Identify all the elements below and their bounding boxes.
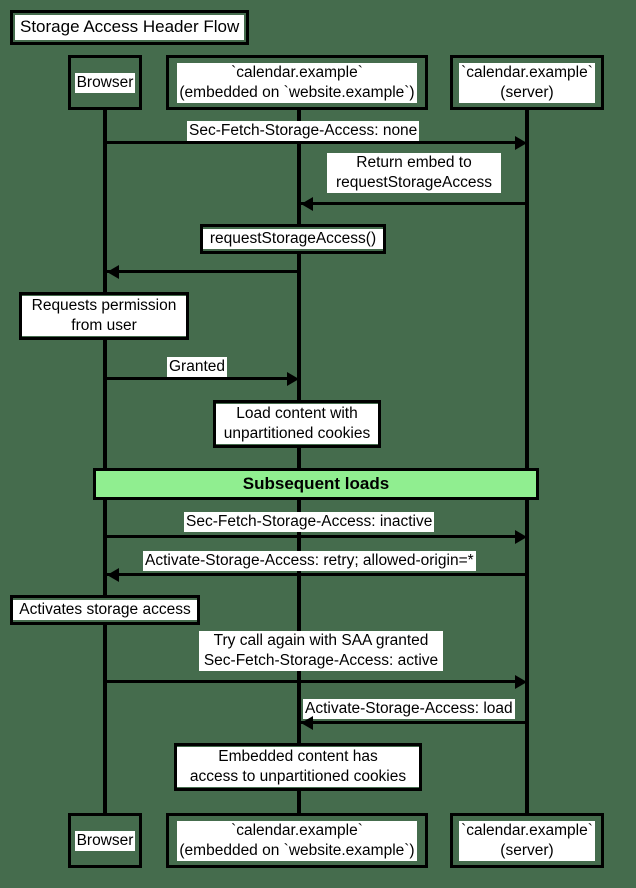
note-load-content: Load content with unpartitioned cookies xyxy=(213,400,381,448)
note-requests-permission-text: Requests permission from user xyxy=(22,296,186,336)
message-8-arrowhead xyxy=(301,715,313,730)
participant-embedded-top-label: `calendar.example` (embedded on `website… xyxy=(177,62,417,103)
message-3-line xyxy=(105,270,299,273)
participant-server-bottom-label: `calendar.example` (server) xyxy=(459,820,595,861)
participant-browser-top-label: Browser xyxy=(74,72,136,93)
note-requests-permission: Requests permission from user xyxy=(19,292,189,340)
message-8-label: Activate-Storage-Access: load xyxy=(303,699,515,719)
message-1-arrowhead xyxy=(515,135,527,150)
participant-server-bottom[interactable]: `calendar.example` (server) xyxy=(450,813,604,868)
note-load-content-text: Load content with unpartitioned cookies xyxy=(216,404,378,444)
message-5-arrowhead xyxy=(515,529,527,544)
participant-browser-top[interactable]: Browser xyxy=(68,55,142,110)
note-activates-storage-access: Activates storage access xyxy=(10,595,200,625)
participant-server-top-label: `calendar.example` (server) xyxy=(459,62,595,103)
message-6-line xyxy=(105,573,527,576)
participant-browser-bottom[interactable]: Browser xyxy=(68,813,142,868)
participant-embedded-bottom-label: `calendar.example` (embedded on `website… xyxy=(177,820,417,861)
message-4-arrowhead xyxy=(287,371,299,386)
participant-embedded-top[interactable]: `calendar.example` (embedded on `website… xyxy=(166,55,428,110)
note-activates-storage-access-text: Activates storage access xyxy=(13,600,197,620)
message-5-label: Sec-Fetch-Storage-Access: inactive xyxy=(184,512,435,532)
note-embedded-content-access-text: Embedded content has access to unpartiti… xyxy=(177,747,419,787)
note-request-storage-access: requestStorageAccess() xyxy=(200,224,386,254)
message-2-arrowhead xyxy=(301,196,313,211)
message-2-line xyxy=(299,202,527,205)
message-1-line xyxy=(105,141,523,144)
diagram-title-box: Storage Access Header Flow xyxy=(10,10,250,45)
message-3-arrowhead xyxy=(107,264,119,279)
lifeline-server xyxy=(525,110,529,816)
note-request-storage-access-text: requestStorageAccess() xyxy=(203,229,383,249)
participant-embedded-bottom[interactable]: `calendar.example` (embedded on `website… xyxy=(166,813,428,868)
note-embedded-content-access: Embedded content has access to unpartiti… xyxy=(174,743,422,791)
message-7-arrowhead xyxy=(515,674,527,689)
divider-subsequent-loads-label: Subsequent loads xyxy=(242,474,390,493)
message-6-label: Activate-Storage-Access: retry; allowed-… xyxy=(143,551,476,571)
message-2-label: Return embed to requestStorageAccess xyxy=(327,153,501,193)
message-6-arrowhead xyxy=(107,567,119,582)
message-7-line xyxy=(105,680,523,683)
message-8-line xyxy=(299,721,527,724)
participant-browser-bottom-label: Browser xyxy=(74,830,136,851)
message-7-label: Try call again with SAA granted Sec-Fetc… xyxy=(199,631,443,671)
lifeline-browser xyxy=(103,110,107,816)
message-5-line xyxy=(105,535,523,538)
message-4-label: Granted xyxy=(167,357,228,377)
participant-server-top[interactable]: `calendar.example` (server) xyxy=(450,55,604,110)
message-1-label: Sec-Fetch-Storage-Access: none xyxy=(187,121,420,141)
lifeline-embedded xyxy=(297,110,301,816)
divider-subsequent-loads: Subsequent loads xyxy=(93,468,539,500)
diagram-title: Storage Access Header Flow xyxy=(15,15,245,40)
message-4-line xyxy=(105,377,295,380)
